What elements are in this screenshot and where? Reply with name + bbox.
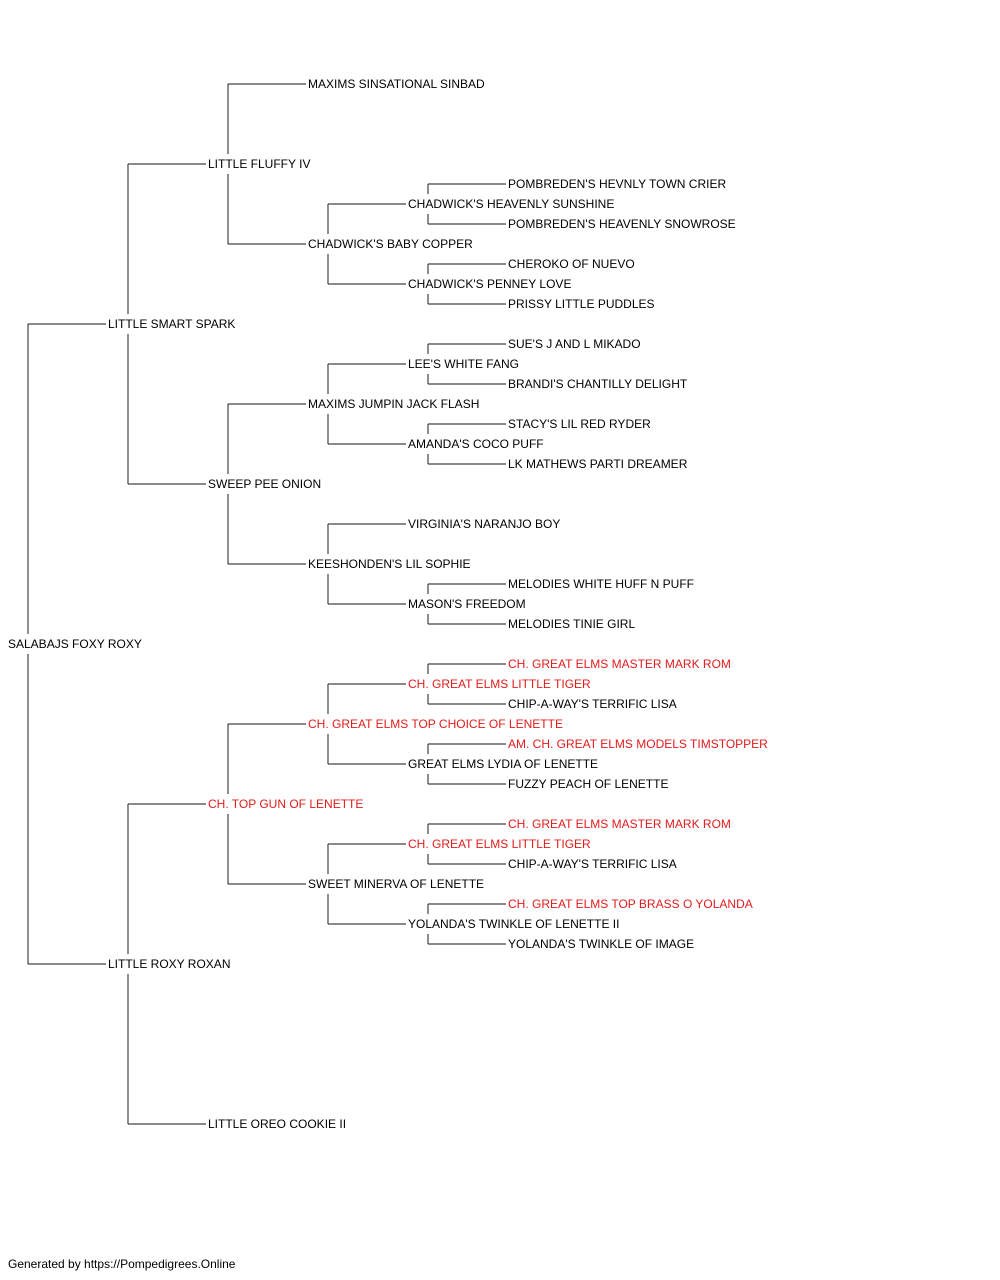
pedigree-name: PRISSY LITTLE PUDDLES — [508, 297, 655, 311]
pedigree-name: STACY'S LIL RED RYDER — [508, 417, 651, 431]
pedigree-name: CHADWICK'S PENNEY LOVE — [408, 277, 571, 291]
pedigree-name: MAXIMS SINSATIONAL SINBAD — [308, 77, 485, 91]
pedigree-name: LEE'S WHITE FANG — [408, 357, 519, 371]
pedigree-name: CHEROKO OF NUEVO — [508, 257, 635, 271]
pedigree-name: CHADWICK'S BABY COPPER — [308, 237, 473, 251]
pedigree-name-champion: AM. CH. GREAT ELMS MODELS TIMSTOPPER — [508, 737, 768, 751]
pedigree-name-champion: CH. GREAT ELMS MASTER MARK ROM — [508, 657, 731, 671]
pedigree-name: YOLANDA'S TWINKLE OF IMAGE — [508, 937, 694, 951]
pedigree-name: POMBREDEN'S HEVNLY TOWN CRIER — [508, 177, 726, 191]
pedigree-name: AMANDA'S COCO PUFF — [408, 437, 544, 451]
pedigree-name: VIRGINIA'S NARANJO BOY — [408, 517, 560, 531]
pedigree-name: LITTLE SMART SPARK — [108, 317, 235, 331]
pedigree-name: LITTLE OREO COOKIE II — [208, 1117, 346, 1131]
pedigree-name: MELODIES TINIE GIRL — [508, 617, 635, 631]
pedigree-name-champion: CH. GREAT ELMS LITTLE TIGER — [408, 837, 591, 851]
pedigree-name-champion: CH. GREAT ELMS TOP BRASS O YOLANDA — [508, 897, 753, 911]
pedigree-name: CHIP-A-WAY'S TERRIFIC LISA — [508, 697, 677, 711]
pedigree-name: GREAT ELMS LYDIA OF LENETTE — [408, 757, 598, 771]
footer-credit: Generated by https://Pompedigrees.Online — [8, 1257, 236, 1271]
pedigree-name: SWEEP PEE ONION — [208, 477, 321, 491]
pedigree-name: POMBREDEN'S HEAVENLY SNOWROSE — [508, 217, 736, 231]
pedigree-name-champion: CH. GREAT ELMS TOP CHOICE OF LENETTE — [308, 717, 563, 731]
pedigree-name: MASON'S FREEDOM — [408, 597, 526, 611]
pedigree-name: LK MATHEWS PARTI DREAMER — [508, 457, 688, 471]
pedigree-name: CHIP-A-WAY'S TERRIFIC LISA — [508, 857, 677, 871]
pedigree-name: LITTLE ROXY ROXAN — [108, 957, 230, 971]
pedigree-name: SALABAJS FOXY ROXY — [8, 637, 142, 651]
pedigree-name: YOLANDA'S TWINKLE OF LENETTE II — [408, 917, 619, 931]
pedigree-name: CHADWICK'S HEAVENLY SUNSHINE — [408, 197, 614, 211]
pedigree-name: KEESHONDEN'S LIL SOPHIE — [308, 557, 471, 571]
pedigree-name: SUE'S J AND L MIKADO — [508, 337, 641, 351]
pedigree-name-champion: CH. TOP GUN OF LENETTE — [208, 797, 363, 811]
pedigree-name: MELODIES WHITE HUFF N PUFF — [508, 577, 694, 591]
pedigree-name: MAXIMS JUMPIN JACK FLASH — [308, 397, 479, 411]
pedigree-name-champion: CH. GREAT ELMS LITTLE TIGER — [408, 677, 591, 691]
pedigree-name: LITTLE FLUFFY IV — [208, 157, 310, 171]
pedigree-name: FUZZY PEACH OF LENETTE — [508, 777, 668, 791]
pedigree-name: SWEET MINERVA OF LENETTE — [308, 877, 484, 891]
pedigree-name-champion: CH. GREAT ELMS MASTER MARK ROM — [508, 817, 731, 831]
pedigree-name: BRANDI'S CHANTILLY DELIGHT — [508, 377, 688, 391]
